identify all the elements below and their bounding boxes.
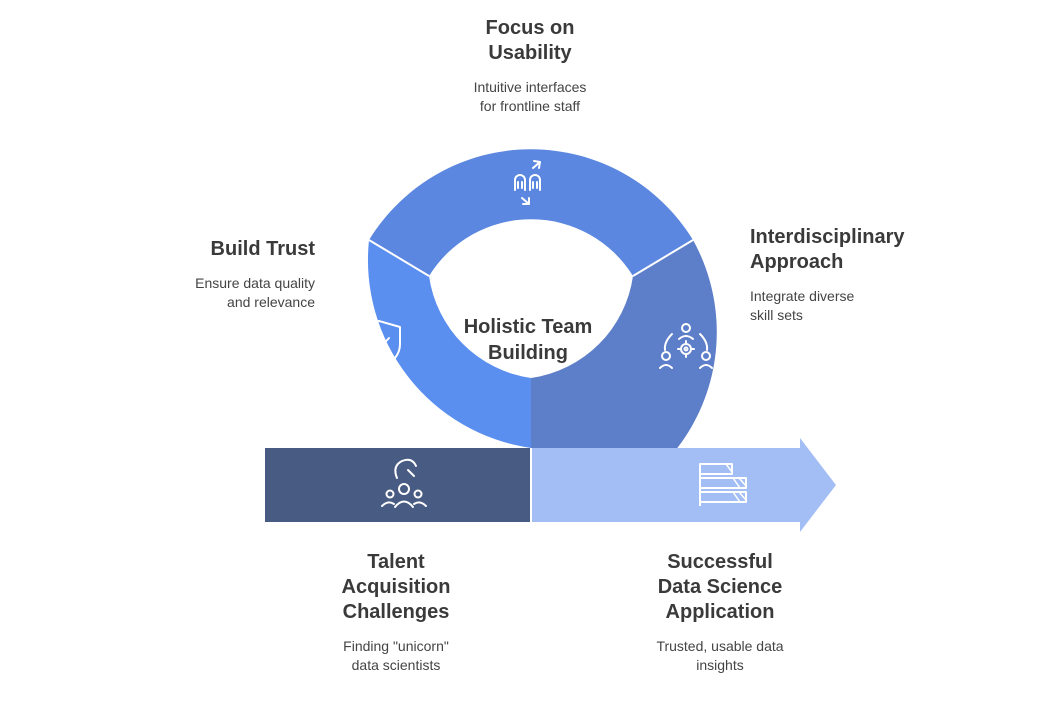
stage-interdisciplinary: Interdisciplinary Approach Integrate div… [750,225,970,325]
stage-talent-description: Finding "unicorn" data scientists [343,638,449,673]
stage-success-title: Successful Data Science Application [657,551,783,623]
hub-label: Holistic Team Building [428,314,628,366]
output-arrow [531,438,836,532]
stage-success-description: Trusted, usable data insights [656,638,784,673]
stage-usability-title: Focus on Usability [485,17,575,64]
stage-interdisciplinary-description: Integrate diverse skill sets [750,288,855,323]
talent-search-icon [381,458,427,508]
hand-cursor-icon [514,160,541,205]
ring-segment-left [367,240,531,451]
stage-trust-title: Build Trust [210,238,315,260]
hub-line-1: Holistic Team [463,316,593,338]
stage-usability-description: Intuitive interfaces for frontline staff [473,79,587,114]
stage-talent-title: Talent Acquisition Challenges [341,551,451,623]
input-block [265,448,531,522]
hub-line-2: Building [488,342,568,364]
stage-trust-description: Ensure data quality and relevance [195,275,315,310]
stage-talent: Talent Acquisition Challenges Finding "u… [296,550,496,675]
stage-trust: Build Trust Ensure data quality and rele… [140,237,315,312]
team-gear-icon [659,323,713,369]
stage-success: Successful Data Science Application Trus… [610,550,830,675]
shield-check-icon [357,320,401,370]
bar-chart-icon [699,463,747,506]
stage-usability: Focus on Usability Intuitive interfaces … [430,16,630,116]
ring-segment-top [369,149,693,276]
stage-interdisciplinary-title: Interdisciplinary Approach [750,226,905,273]
